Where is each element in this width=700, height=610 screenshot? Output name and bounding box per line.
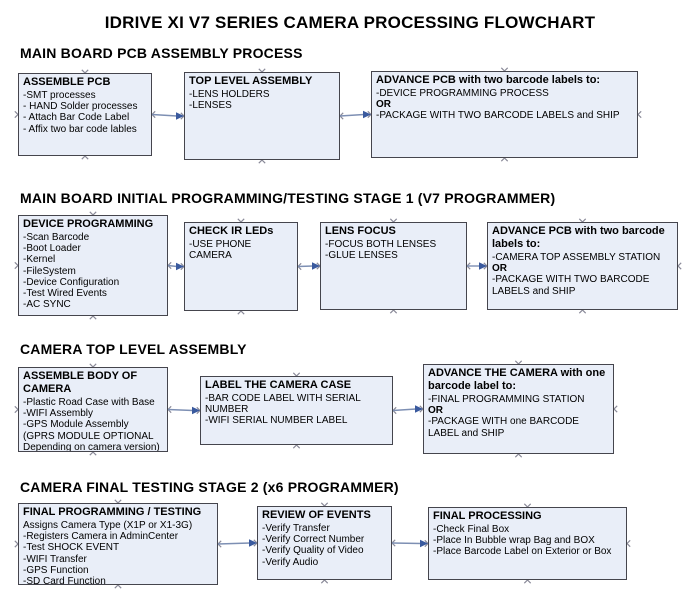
box-item: -FINAL PROGRAMMING STATION: [428, 393, 585, 405]
flow-arrow-line: [167, 264, 178, 268]
box-item: -BAR CODE LABEL WITH SERIAL NUMBER: [205, 392, 361, 416]
box-item: - Attach Bar Code Label: [23, 112, 130, 124]
box-item: -WIFI SERIAL NUMBER LABEL: [205, 415, 348, 427]
box-title: ASSEMBLE PCB: [23, 76, 111, 88]
box-item: -GPS Function: [23, 564, 89, 576]
box-title: REVIEW OF EVENTS: [262, 509, 371, 521]
box-item-or: OR: [428, 405, 443, 417]
flow-arrow-head-icon: [479, 262, 487, 270]
box-item: -PACKAGE WITH one BARCODE LABEL and SHIP: [428, 416, 579, 439]
flow-arrow-head-icon: [420, 539, 428, 548]
box-item: -GLUE LENSES: [325, 250, 398, 262]
box-title: FINAL PROCESSING: [433, 510, 542, 522]
box-item: - HAND Solder processes: [23, 101, 138, 113]
box-item: -SD Card Function: [23, 575, 106, 585]
box-item: -Test SHOCK EVENT: [23, 542, 120, 554]
box-final-processing: FINAL PROCESSING -Check Final Box -Place…: [428, 507, 627, 580]
box-item: -Registers Camera in AdminCenter: [23, 531, 179, 543]
box-item: -Verify Transfer: [262, 522, 330, 534]
flow-arrow-head-icon: [192, 406, 200, 415]
box-item: - Affix two bar code lables: [23, 123, 137, 135]
box-title: ADVANCE PCB with two barcode labels to:: [492, 225, 665, 250]
flow-arrow-line: [391, 542, 422, 545]
box-title: FINAL PROGRAMMING / TESTING: [23, 506, 202, 518]
box-assemble-pcb: ASSEMBLE PCB -SMT processes - HAND Solde…: [18, 73, 152, 156]
box-item: -Scan Barcode: [23, 231, 90, 243]
box-lens-focus: LENS FOCUS -FOCUS BOTH LENSES -GLUE LENS…: [320, 222, 467, 310]
box-final-programming-testing: FINAL PROGRAMMING / TESTING Assigns Came…: [18, 503, 218, 585]
box-item: Depending on camera version): [23, 441, 160, 452]
box-item: -WIFI Assembly: [23, 408, 94, 420]
box-item-or: OR: [492, 263, 507, 275]
box-item: -LENSES: [189, 100, 232, 112]
box-title: ADVANCE THE CAMERA with one barcode labe…: [428, 367, 606, 392]
box-item: -FOCUS BOTH LENSES: [325, 238, 437, 250]
box-title: DEVICE PROGRAMMING: [23, 218, 154, 230]
flow-arrow-line: [167, 408, 194, 412]
box-advance-pcb-to-programming: ADVANCE PCB with two barcode labels to: …: [371, 71, 638, 158]
flow-arrow-head-icon: [176, 112, 184, 120]
box-item: -SMT processes: [23, 89, 96, 101]
flow-arrow-head-icon: [415, 405, 423, 413]
flow-arrow-line: [151, 113, 178, 117]
box-item: -Device Configuration: [23, 276, 120, 288]
box-item: -Verify Quality of Video: [262, 545, 364, 557]
box-title: CHECK IR LEDs: [189, 225, 274, 237]
box-item: -CAMERA TOP ASSEMBLY STATION: [492, 251, 661, 263]
box-advance-camera: ADVANCE THE CAMERA with one barcode labe…: [423, 364, 614, 454]
box-item: -Test Wired Events: [23, 287, 107, 299]
flow-arrow-line: [339, 113, 365, 117]
box-item: -Verify Correct Number: [262, 534, 365, 546]
section-header-pcb-assembly: MAIN BOARD PCB ASSEMBLY PROCESS: [20, 45, 303, 61]
flow-arrow-head-icon: [312, 262, 320, 270]
box-item: -Verify Audio: [262, 556, 319, 568]
box-item: -Place In Bubble wrap Bag and BOX: [433, 535, 595, 547]
box-label-camera-case: LABEL THE CAMERA CASE -BAR CODE LABEL WI…: [200, 376, 393, 445]
box-title: TOP LEVEL ASSEMBLY: [189, 75, 313, 87]
box-advance-pcb-to-camera-top: ADVANCE PCB with two barcode labels to: …: [487, 222, 678, 310]
box-item: -USE PHONE CAMERA: [189, 238, 252, 262]
box-item: -Place Barcode Label on Exterior or Box: [433, 546, 612, 558]
box-item: -DEVICE PROGRAMMING PROCESS: [376, 87, 549, 99]
box-assemble-body-of-camera: ASSEMBLE BODY OF CAMERA -Plastic Road Ca…: [18, 367, 168, 452]
box-device-programming: DEVICE PROGRAMMING -Scan Barcode -Boot L…: [18, 215, 168, 316]
box-item: -GPS Module Assembly: [23, 419, 129, 431]
box-item: -LENS HOLDERS: [189, 88, 270, 100]
box-item-or: OR: [376, 99, 391, 111]
section-header-camera-top-assembly: CAMERA TOP LEVEL ASSEMBLY: [20, 341, 247, 357]
flow-arrow-line: [392, 408, 417, 412]
box-top-level-assembly: TOP LEVEL ASSEMBLY -LENS HOLDERS -LENSES: [184, 72, 340, 160]
flow-arrow-head-icon: [176, 262, 184, 271]
box-item: -PACKAGE WITH TWO BARCODE LABELS and SHI…: [376, 110, 620, 122]
flow-arrow-head-icon: [363, 110, 371, 119]
box-item: -AC SYNC: [23, 299, 71, 311]
box-item: -PACKAGE WITH TWO BARCODE LABELS and SHI…: [492, 274, 650, 297]
flow-arrow-head-icon: [249, 539, 257, 547]
section-header-initial-programming: MAIN BOARD INITIAL PROGRAMMING/TESTING S…: [20, 190, 556, 206]
box-title: ADVANCE PCB with two barcode labels to:: [376, 74, 601, 86]
box-item: -WIFI Transfer: [23, 553, 87, 565]
section-header-final-testing: CAMERA FINAL TESTING STAGE 2 (x6 PROGRAM…: [20, 479, 399, 495]
box-review-of-events: REVIEW OF EVENTS -Verify Transfer -Verif…: [257, 506, 392, 580]
box-item: -Check Final Box: [433, 523, 510, 535]
box-item: -Boot Loader: [23, 243, 81, 255]
box-item: (GPRS MODULE OPTIONAL: [23, 430, 154, 442]
box-item: Assigns Camera Type (X1P or X1-3G): [23, 519, 193, 531]
box-item: -FileSystem: [23, 265, 76, 277]
page-title: IDRIVE XI V7 SERIES CAMERA PROCESSING FL…: [104, 13, 596, 32]
box-title: LENS FOCUS: [325, 225, 396, 237]
box-title: LABEL THE CAMERA CASE: [205, 379, 352, 391]
box-title: ASSEMBLE BODY OF CAMERA: [23, 370, 138, 395]
flow-arrow-line: [217, 542, 251, 545]
box-item: -Kernel: [23, 254, 56, 266]
box-item: -Plastic Road Case with Base: [23, 396, 155, 408]
flow-arrow-line: [297, 265, 314, 268]
box-check-ir-leds: CHECK IR LEDs -USE PHONE CAMERA: [184, 222, 298, 311]
